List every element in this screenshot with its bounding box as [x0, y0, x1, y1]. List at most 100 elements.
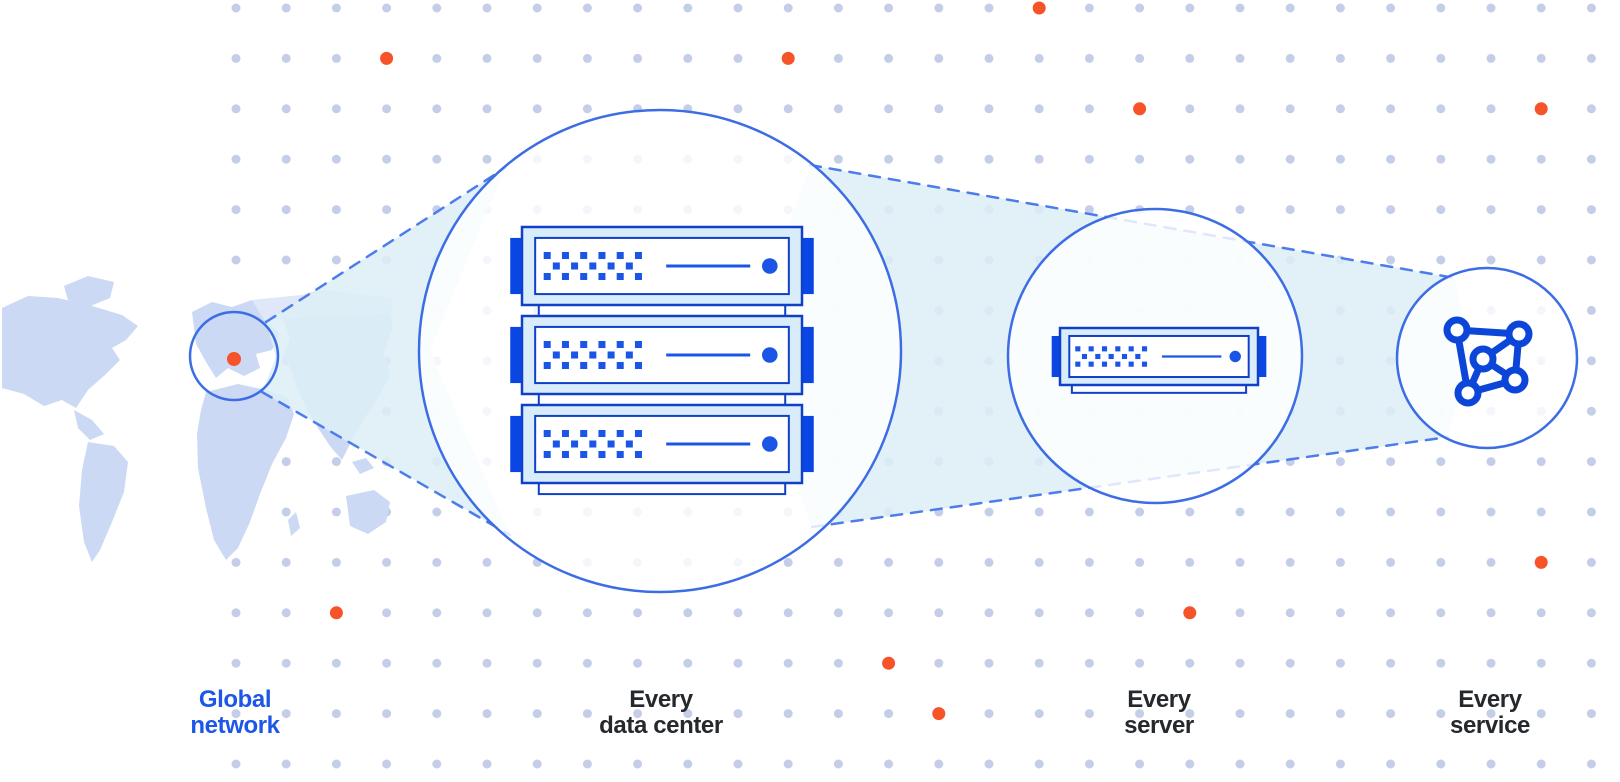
- grid-dot: [1586, 759, 1596, 769]
- orange-dot: [781, 51, 795, 65]
- grid-dot: [1084, 658, 1094, 668]
- led-matrix-dot: [589, 262, 597, 270]
- mesh-node: [1501, 366, 1529, 394]
- grid-dot: [382, 154, 392, 164]
- grid-dot: [482, 608, 492, 618]
- grid-dot: [1084, 53, 1094, 63]
- server-icon: [510, 225, 814, 318]
- grid-dot: [382, 557, 392, 567]
- label-line: server: [1124, 712, 1194, 739]
- grid-dot: [382, 608, 392, 618]
- grid-dot: [1386, 759, 1396, 769]
- grid-dot: [1436, 104, 1446, 114]
- server-icon: [510, 403, 814, 496]
- grid-dot: [934, 557, 944, 567]
- orange-dot: [1032, 1, 1046, 15]
- server-tab-right: [800, 237, 814, 295]
- led-matrix-dot: [580, 340, 588, 349]
- grid-dot: [1084, 759, 1094, 769]
- grid-dot: [1335, 557, 1345, 567]
- grid-dot: [1034, 104, 1044, 114]
- grid-dot: [582, 53, 592, 63]
- grid-dot: [1536, 53, 1546, 63]
- grid-dot: [231, 205, 241, 215]
- server-icon: [510, 314, 814, 407]
- grid-dot: [1386, 557, 1396, 567]
- grid-dot: [633, 709, 643, 719]
- grid-dot: [833, 608, 843, 618]
- grid-dot: [331, 557, 341, 567]
- grid-dot: [783, 658, 793, 668]
- grid-dot: [984, 53, 994, 63]
- grid-dot: [1386, 3, 1396, 13]
- label-line: Every: [1458, 686, 1522, 713]
- grid-dot: [331, 658, 341, 668]
- grid-dot: [432, 53, 442, 63]
- grid-dot: [1034, 759, 1044, 769]
- grid-dot: [1586, 709, 1596, 719]
- grid-dot: [1536, 255, 1546, 265]
- grid-dot: [1486, 608, 1496, 618]
- server-tab-left: [510, 326, 524, 384]
- grid-dot: [1135, 658, 1145, 668]
- grid-dot: [1486, 53, 1496, 63]
- grid-dot: [1285, 3, 1295, 13]
- grid-dot: [532, 3, 542, 13]
- label-every-server: Every server: [1124, 687, 1194, 739]
- grid-dot: [783, 104, 793, 114]
- grid-dot: [1285, 759, 1295, 769]
- grid-dot: [1335, 154, 1345, 164]
- led-matrix-dot: [607, 262, 615, 270]
- grid-dot: [833, 154, 843, 164]
- orange-dot: [380, 51, 394, 65]
- led-matrix-dot: [616, 340, 624, 349]
- grid-dot: [532, 709, 542, 719]
- grid-dot: [281, 53, 291, 63]
- grid-dot: [1335, 53, 1345, 63]
- grid-dot: [934, 53, 944, 63]
- grid-dot: [783, 557, 793, 567]
- continent: [288, 512, 300, 536]
- grid-dot: [532, 658, 542, 668]
- grid-dot: [1586, 658, 1596, 668]
- grid-dot: [1084, 205, 1094, 215]
- grid-dot: [1084, 557, 1094, 567]
- grid-dot: [833, 53, 843, 63]
- grid-dot: [1335, 3, 1345, 13]
- grid-dot: [1235, 759, 1245, 769]
- grid-dot: [1185, 3, 1195, 13]
- led-matrix-dot: [1088, 361, 1094, 367]
- grid-dot: [1486, 205, 1496, 215]
- grid-dot: [1436, 457, 1446, 467]
- grid-dot: [1084, 608, 1094, 618]
- label-line: Every: [1127, 686, 1191, 713]
- label-line: Every: [629, 686, 693, 713]
- grid-dot: [582, 3, 592, 13]
- grid-dot: [1135, 53, 1145, 63]
- grid-dot: [984, 608, 994, 618]
- grid-dot: [1335, 608, 1345, 618]
- grid-dot: [231, 759, 241, 769]
- grid-dot: [1436, 658, 1446, 668]
- led-matrix-dot: [580, 251, 588, 260]
- grid-dot: [1034, 154, 1044, 164]
- grid-dot: [432, 608, 442, 618]
- label-every-service: Every service: [1450, 687, 1530, 739]
- server-icon: [1051, 326, 1267, 394]
- grid-dot: [1586, 104, 1596, 114]
- led-matrix-dot: [580, 361, 588, 370]
- grid-dot: [1235, 658, 1245, 668]
- grid-dot: [1586, 305, 1596, 315]
- orange-dot: [329, 606, 343, 620]
- led-matrix-dot: [1075, 346, 1081, 352]
- mesh-node: [1443, 316, 1471, 344]
- grid-dot: [1034, 709, 1044, 719]
- mesh-node: [1505, 320, 1533, 348]
- grid-dot: [1084, 507, 1094, 517]
- orange-dot: [1534, 102, 1548, 116]
- led-matrix-dot: [543, 429, 551, 438]
- grid-dot: [281, 205, 291, 215]
- grid-dot: [683, 759, 693, 769]
- led-matrix-dot: [598, 450, 606, 459]
- grid-dot: [1586, 255, 1596, 265]
